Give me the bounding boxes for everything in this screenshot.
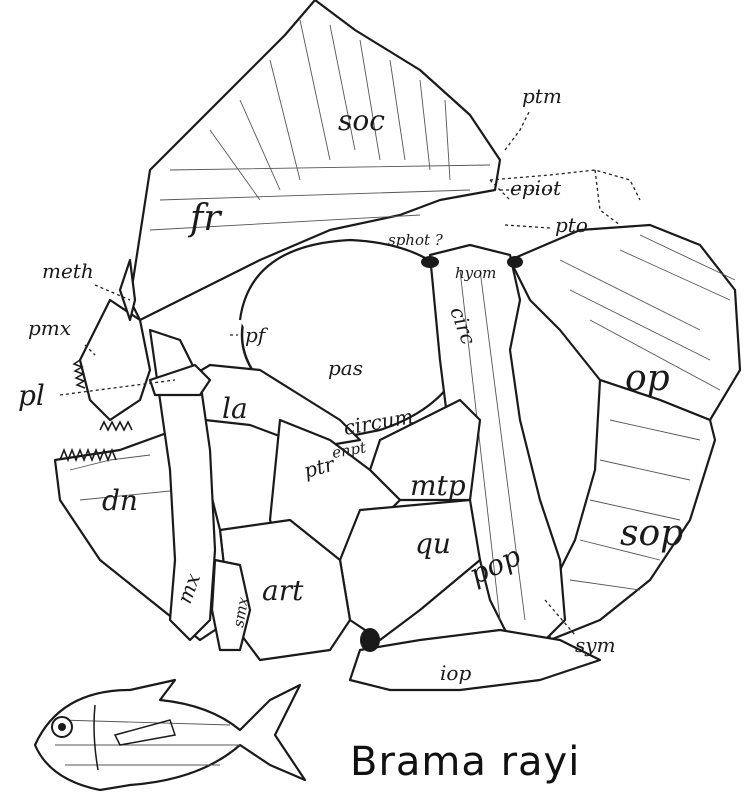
label-epiot: epiot: [510, 176, 562, 200]
label-op: op: [625, 358, 670, 399]
articulation-mark: [360, 628, 380, 652]
label-meth: meth: [42, 259, 94, 283]
subopercle-bone: [545, 380, 715, 640]
articulation-mark: [507, 256, 523, 268]
label-soc: soc: [338, 104, 385, 137]
species-caption: Brama rayi: [350, 739, 580, 785]
interopercle-bone: [350, 630, 600, 690]
quadrate-bone: [340, 500, 480, 640]
leader-ptm: [505, 110, 530, 150]
label-pmx: pmx: [28, 316, 71, 340]
label-art: art: [262, 574, 304, 607]
label-pl: pl: [18, 379, 45, 412]
label-qu: qu: [415, 527, 451, 560]
label-pas: pas: [328, 356, 363, 380]
label-mtp: mtp: [410, 469, 466, 502]
label-fr: fr: [187, 198, 222, 239]
label-ptm: ptm: [522, 84, 562, 108]
label-dn: dn: [102, 484, 138, 517]
label-sym: sym: [575, 633, 616, 657]
label-hyom: hyom: [455, 264, 496, 282]
label-sphot: sphot ?: [388, 231, 444, 249]
label-sop: sop: [620, 513, 683, 554]
fish-inset: [35, 680, 305, 790]
label-pto: pto: [555, 213, 588, 237]
leader-pto: [505, 225, 550, 228]
articulation-mark: [421, 256, 439, 268]
label-la: la: [222, 392, 248, 425]
label-iop: iop: [440, 661, 471, 685]
